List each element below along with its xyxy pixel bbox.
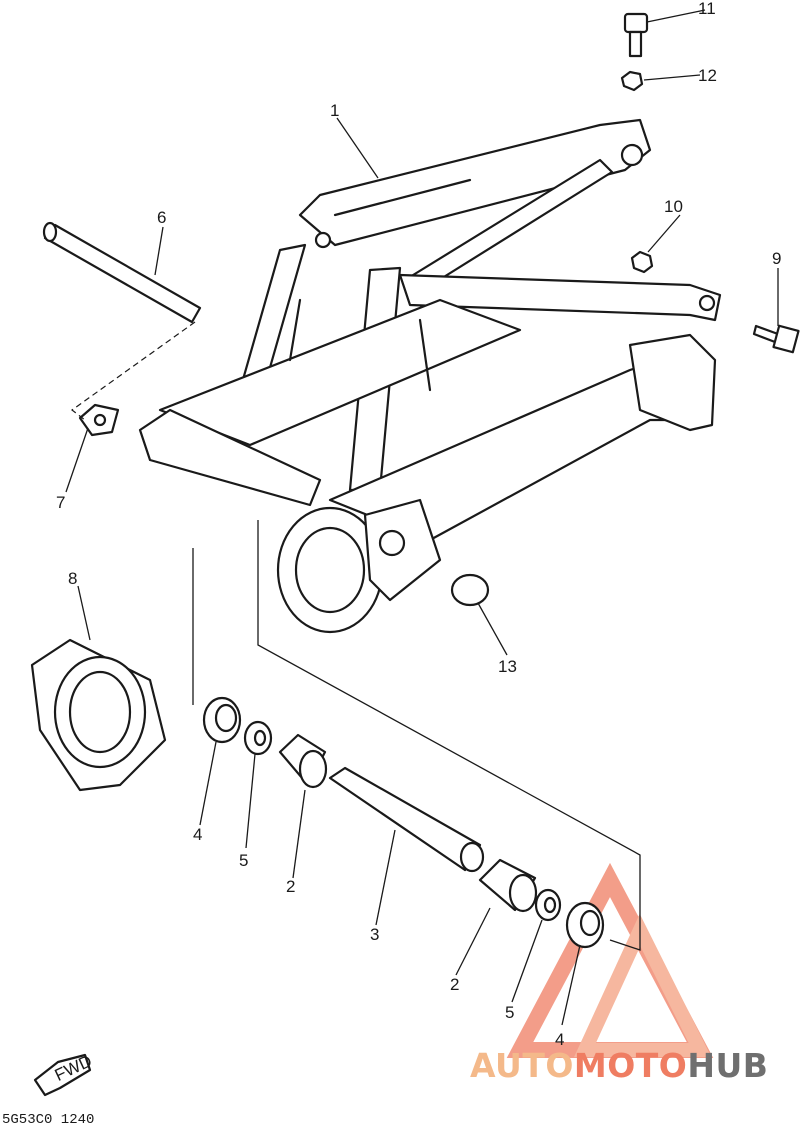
callout-4-right: 4 xyxy=(555,1030,564,1049)
callout-10: 10 xyxy=(664,197,683,216)
watermark-triangle-icon xyxy=(506,862,714,1058)
callout-6: 6 xyxy=(157,208,166,227)
callout-8: 8 xyxy=(68,569,77,588)
pivot-shaft-part-6 xyxy=(42,221,202,324)
collar-part-3 xyxy=(328,766,485,873)
callout-2-right: 2 xyxy=(450,975,459,994)
swingarm-frame xyxy=(138,118,722,634)
logo-part-hub: HUB xyxy=(687,1046,769,1085)
watermark-logo: AUTOMOTOHUB xyxy=(470,1046,768,1085)
callout-labels: 1 2 2 3 4 4 5 5 6 7 8 9 10 11 12 13 xyxy=(56,0,781,1049)
callout-4-left: 4 xyxy=(193,825,202,844)
callout-12: 12 xyxy=(698,66,717,85)
cap-part-13 xyxy=(450,573,490,607)
callout-5-left: 5 xyxy=(239,851,248,870)
oil-seal-part-4-left xyxy=(202,696,242,744)
plate-part-7 xyxy=(78,403,120,437)
nut-part-12 xyxy=(620,70,644,92)
callout-13: 13 xyxy=(498,657,517,676)
nut-part-10 xyxy=(630,250,654,274)
bearing-part-2-left xyxy=(278,733,328,789)
callout-3: 3 xyxy=(370,925,379,944)
washer-part-5-left xyxy=(243,720,273,756)
assembly-lines xyxy=(70,321,641,951)
forward-arrow-icon: FWD xyxy=(33,1051,95,1097)
bearing-part-2-right xyxy=(478,858,538,913)
washer-part-5-right xyxy=(534,888,562,922)
boot-cover-part-8 xyxy=(30,638,167,792)
callout-9: 9 xyxy=(772,249,781,268)
callout-1: 1 xyxy=(330,101,339,120)
logo-part-moto: MOTO xyxy=(573,1046,688,1085)
callout-2-left: 2 xyxy=(286,877,295,896)
logo-part-auto: AUTO xyxy=(470,1046,574,1085)
oil-seal-part-4-right xyxy=(565,901,605,949)
bolt-part-9 xyxy=(752,324,800,354)
bolt-part-11 xyxy=(623,12,649,58)
leader-lines xyxy=(65,9,779,1026)
callout-7: 7 xyxy=(56,493,65,512)
callout-11: 11 xyxy=(698,0,716,18)
diagram-code: 5G53C0 1240 xyxy=(2,1112,95,1128)
callout-5-right: 5 xyxy=(505,1003,514,1022)
